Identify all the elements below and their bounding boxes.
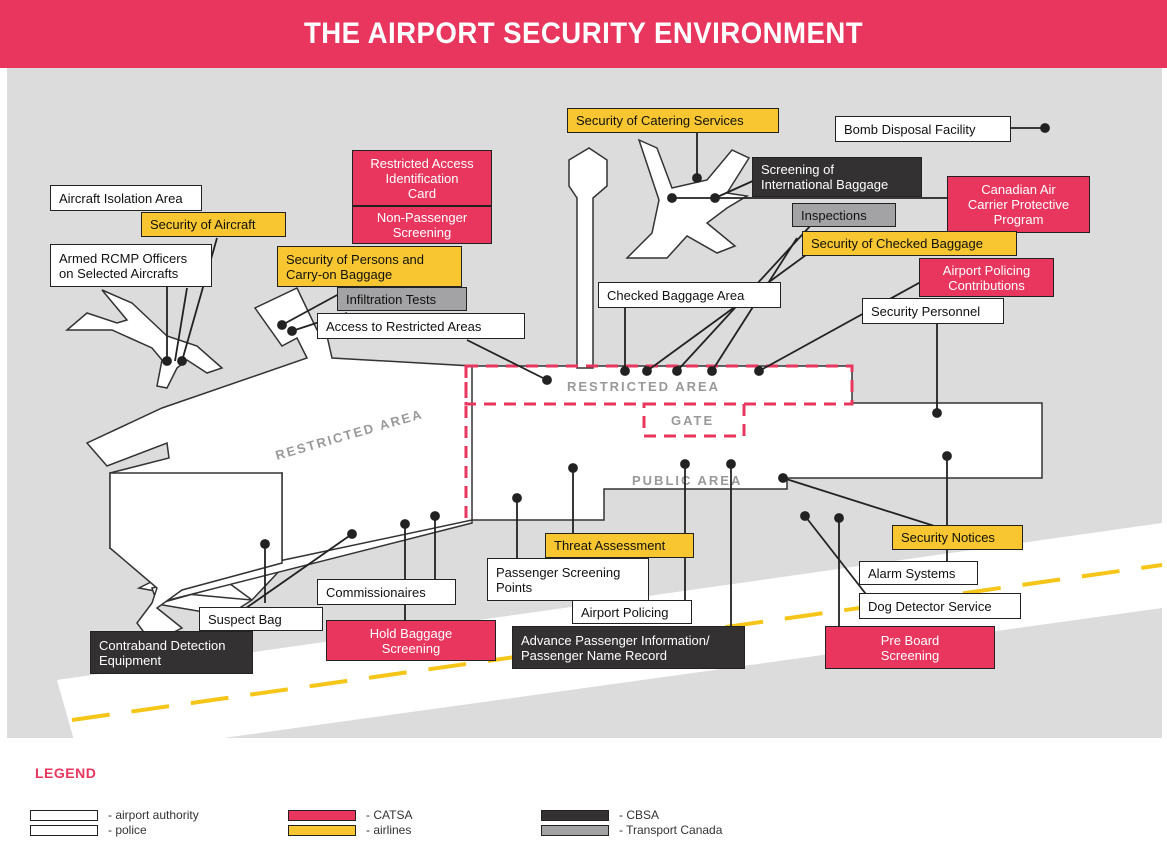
legend-title: LEGEND [35,765,97,781]
label-checked-baggage-area: Checked Baggage Area [598,282,781,308]
label-security-personnel: Security Personnel [862,298,1004,324]
label-security-aircraft: Security of Aircraft [141,212,286,237]
public-area-label: PUBLIC AREA [632,473,742,488]
legend-catsa: - CATSA [288,808,412,822]
label-passenger-screening-points: Passenger Screening Points [487,558,649,601]
swatch-police [30,824,98,836]
label-inspections: Inspections [792,203,896,227]
legend-transport-canada: - Transport Canada [541,823,722,837]
label-catering: Security of Catering Services [567,108,779,133]
label-armed-rcmp: Armed RCMP Officers on Selected Aircraft… [50,244,212,287]
legend-label-police: - police [108,823,147,837]
label-dog-detector: Dog Detector Service [859,593,1021,619]
label-hold-baggage: Hold Baggage Screening [326,620,496,661]
label-checked-baggage-security: Security of Checked Baggage [802,231,1017,256]
label-bomb-disposal: Bomb Disposal Facility [835,116,1011,142]
swatch-cbsa [541,809,609,821]
label-airport-policing-contrib: Airport Policing Contributions [919,258,1054,297]
label-access-restricted: Access to Restricted Areas [317,313,525,339]
legend-label-airport-authority: - airport authority [108,808,199,822]
legend-airport-authority: - airport authority [30,808,199,822]
gate-label: GATE [671,413,714,428]
swatch-transport-canada [541,824,609,836]
legend-label-catsa: - CATSA [366,808,413,822]
label-persons-carryon: Security of Persons and Carry-on Baggage [277,246,462,287]
label-airport-policing: Airport Policing [572,600,692,624]
airport-diagram: RESTRICTED AREA RESTRICTED AREA GATE PUB… [7,68,1162,738]
legend-airlines: - airlines [288,823,411,837]
legend-label-airlines: - airlines [366,823,412,837]
legend-label-cbsa: - CBSA [619,808,660,822]
label-pre-board: Pre Board Screening [825,626,995,669]
swatch-airlines [288,824,356,836]
label-security-notices: Security Notices [892,525,1023,550]
label-threat-assessment: Threat Assessment [545,533,694,558]
label-contraband: Contraband Detection Equipment [90,631,253,674]
legend-label-transport-canada: - Transport Canada [619,823,723,837]
label-infiltration: Infiltration Tests [337,287,467,311]
restricted-area-label-top: RESTRICTED AREA [567,379,720,394]
title-bar: THE AIRPORT SECURITY ENVIRONMENT [0,0,1167,68]
label-suspect-bag: Suspect Bag [199,607,323,631]
gate-boundary [642,402,746,438]
aircraft-left [64,289,224,389]
label-restricted-access-card: Restricted Access Identification Card [352,150,492,206]
label-non-passenger: Non-Passenger Screening [352,206,492,244]
aircraft-top [625,138,751,259]
label-alarm-systems: Alarm Systems [859,561,978,585]
label-intl-baggage: Screening of International Baggage [752,157,922,197]
swatch-airport-authority [30,809,98,821]
control-tower [568,147,608,369]
legend-cbsa: - CBSA [541,808,659,822]
label-canadian-air-carrier: Canadian Air Carrier Protective Program [947,176,1090,233]
restricted-boundary [464,364,854,406]
label-aircraft-isolation: Aircraft Isolation Area [50,185,202,211]
label-advance-passenger: Advance Passenger Information/ Passenger… [512,626,745,669]
page-title: THE AIRPORT SECURITY ENVIRONMENT [303,17,864,50]
swatch-catsa [288,809,356,821]
label-commissionaires: Commissionaires [317,579,456,605]
legend-police: - police [30,823,147,837]
